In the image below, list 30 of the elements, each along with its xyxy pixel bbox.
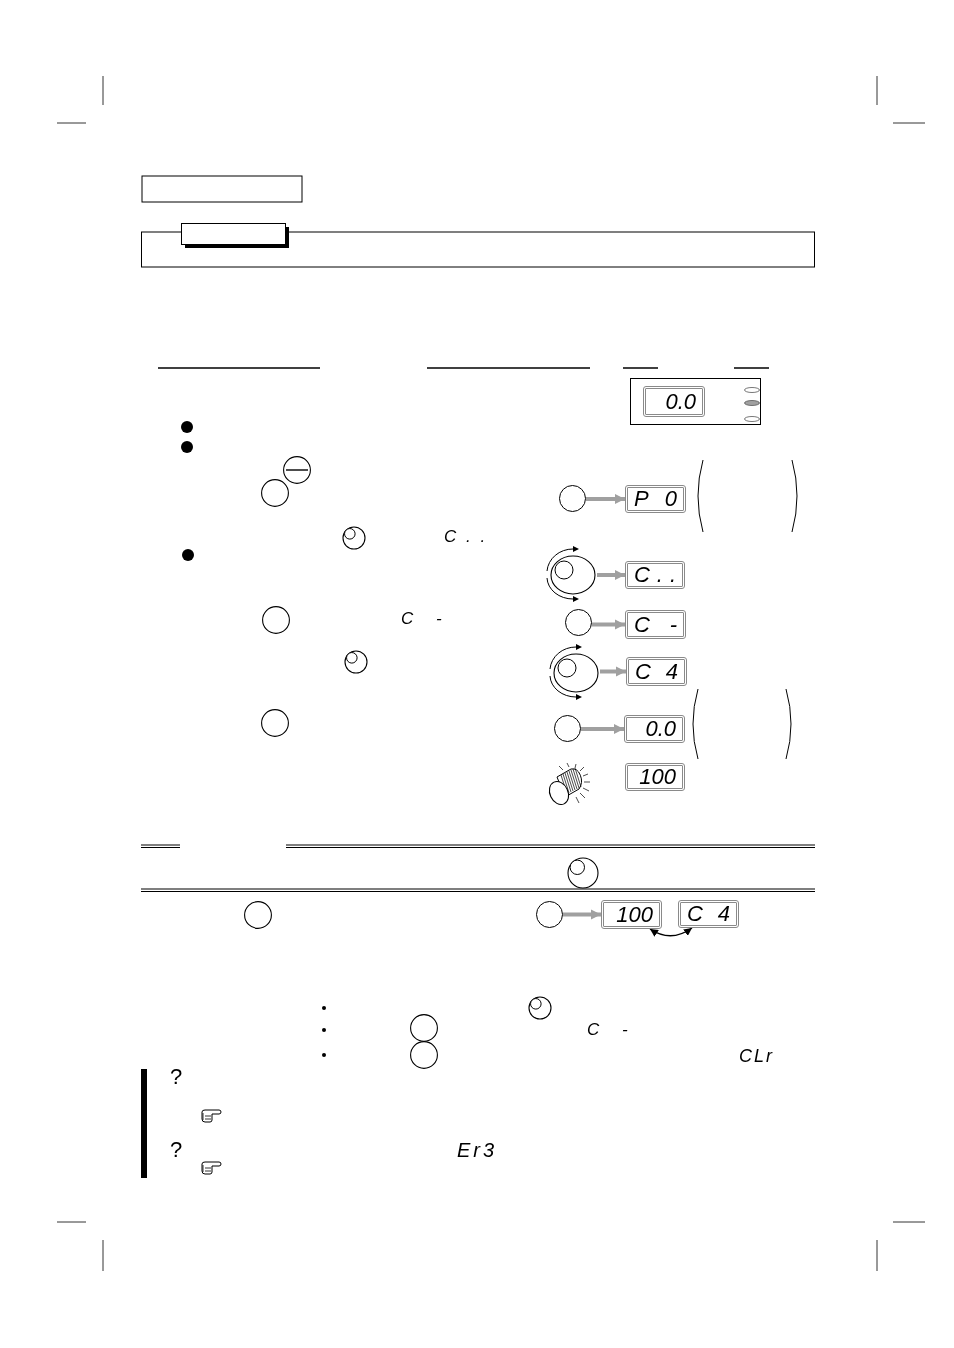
key-circle xyxy=(559,485,586,512)
key-circle xyxy=(554,715,581,742)
key-circle xyxy=(565,609,592,636)
segment-display: 0.0 xyxy=(643,386,705,417)
arrow xyxy=(581,724,624,734)
arrow xyxy=(600,666,626,677)
question-mark: ? xyxy=(170,1139,183,1161)
segment-display: 0.0 xyxy=(624,715,685,743)
segment-display: C . . xyxy=(625,561,685,589)
double-arrow xyxy=(649,927,693,937)
segment-display: C 4 xyxy=(626,657,687,686)
display-panel xyxy=(630,378,761,425)
segment-code: C . . xyxy=(444,528,486,545)
segment-display: C 4 xyxy=(678,900,739,928)
segment-display: 100 xyxy=(625,763,685,791)
arrow xyxy=(591,619,625,630)
rotary-dial xyxy=(546,644,600,701)
segment-code: Er3 xyxy=(457,1140,498,1160)
arrow xyxy=(586,494,625,504)
arrow xyxy=(597,570,625,580)
arrow xyxy=(563,909,601,920)
segment-display: 100 xyxy=(601,900,662,929)
segment-display: C - xyxy=(625,610,686,639)
question-mark: ? xyxy=(170,1066,183,1088)
key-circle xyxy=(536,901,563,928)
segment-code: CLr xyxy=(739,1047,774,1065)
rotary-dial xyxy=(543,546,597,603)
segment-code: C - xyxy=(587,1021,628,1038)
segment-display: P 0 xyxy=(625,485,686,513)
segment-code: C - xyxy=(401,610,442,627)
